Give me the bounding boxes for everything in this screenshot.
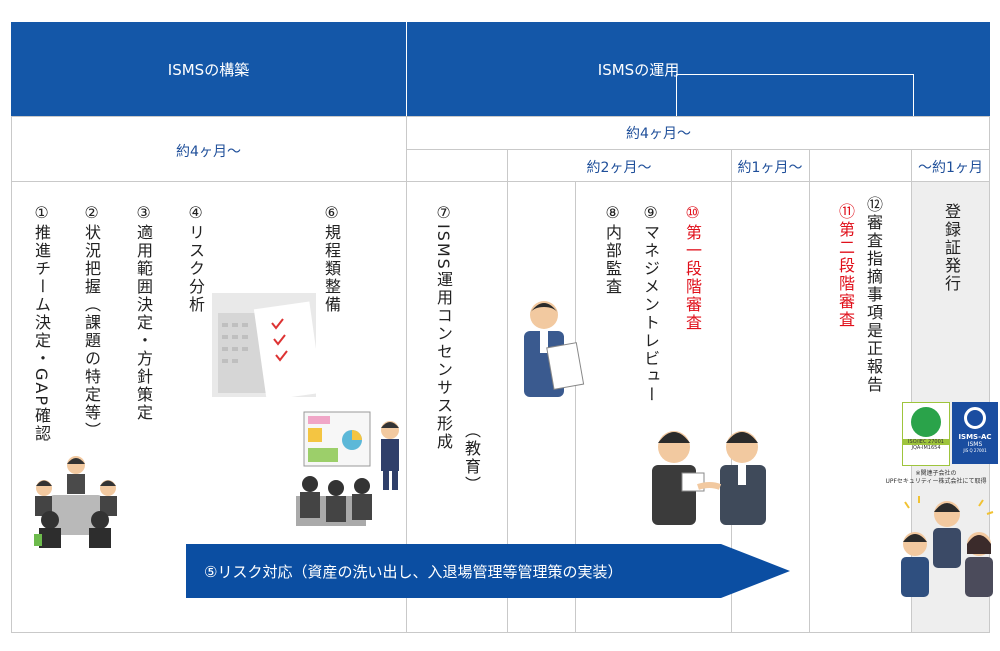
- row-divider-2: [11, 181, 990, 182]
- risk-response-arrow: [186, 544, 790, 598]
- build-duration: 約4ヶ月〜: [176, 144, 241, 160]
- step-6: ⑥規程類整備: [322, 203, 341, 314]
- iso-badge-left-label: ISO/IEC 27001: [903, 439, 949, 445]
- phase-last-duration: 〜約1ヶ月: [918, 160, 983, 176]
- step-10: ⑩第一段階審査: [683, 203, 702, 332]
- step-9: ⑨マネジメントレビュー: [641, 203, 660, 404]
- step-13: 登録証発行: [942, 203, 961, 293]
- isms-ac-badge: ISMS-AC ISMS JIS Q 27001: [952, 402, 998, 464]
- col-divider-b: [575, 181, 576, 633]
- step-8: ⑧内部監査: [603, 203, 622, 296]
- presentation-illustration: [296, 411, 399, 526]
- isms-ac-label: ISMS-AC: [958, 433, 992, 441]
- isms-ac-code: JIS Q 27001: [963, 448, 987, 453]
- step-3: ③適用範囲決定・方針策定: [134, 203, 153, 422]
- cert-note-line-2: UPFセキュリティー株式会社にて取得: [885, 478, 987, 485]
- col-divider-a: [507, 149, 508, 633]
- risk-analysis-document-illustration: [212, 293, 316, 397]
- certification-badges: ISO/IEC 27001 JQA-IM1654 ISMS-AC ISMS JI…: [900, 402, 1000, 472]
- operate-duration: 約4ヶ月〜: [626, 126, 691, 142]
- iso-badge-left-code: JQA-IM1654: [911, 445, 941, 451]
- iso-badge-left: ISO/IEC 27001 JQA-IM1654: [902, 402, 950, 466]
- step-4: ④リスク分析: [186, 203, 205, 314]
- col-divider-e: [911, 149, 912, 633]
- col-divider-d: [809, 149, 810, 633]
- step-2: ②状況把握（課題の特定等）: [82, 203, 101, 440]
- header-inner-box: [676, 74, 914, 117]
- diagram-frame: [11, 116, 990, 633]
- step-1: ①推進チーム決定・GAP確認: [32, 203, 51, 443]
- certification-note: ※関連子会社の UPFセキュリティー株式会社にて取得: [872, 470, 1000, 486]
- step-12: ⑫審査指摘事項是正報告: [864, 196, 883, 394]
- auditor-illustration: [524, 301, 585, 397]
- build-phase-header: ISMSの構築: [11, 22, 406, 116]
- management-review-illustration: [652, 431, 766, 525]
- iso-badge-left-icon: [911, 407, 941, 437]
- risk-response-label: ⑤リスク対応（資産の洗い出し、入退場管理等管理策の実装）: [204, 563, 623, 581]
- cert-note-line-1: ※関連子会社の: [915, 470, 957, 477]
- col-divider-operate: [406, 116, 407, 633]
- phase-2mo-duration: 約2ヶ月〜: [586, 160, 652, 176]
- col-divider-c: [731, 149, 732, 633]
- row-divider-1: [406, 149, 990, 150]
- isms-ac-badge-icon: [964, 407, 986, 429]
- team-meeting-illustration: [34, 456, 117, 548]
- step-7: ⑦ISMS運用コンセンサス形成: [434, 203, 453, 451]
- celebration-illustration: [901, 496, 994, 597]
- isms-ac-sub: ISMS: [967, 441, 983, 448]
- step-7-education: （教育）: [462, 422, 481, 494]
- phase-1mo-duration: 約1ヶ月〜: [737, 160, 803, 176]
- operate-phase-header: ISMSの運用: [406, 22, 990, 117]
- build-phase-title: ISMSの構築: [167, 60, 250, 79]
- operate-phase-title: ISMSの運用: [597, 60, 680, 79]
- step-11: ⑪第二段階審査: [836, 203, 855, 329]
